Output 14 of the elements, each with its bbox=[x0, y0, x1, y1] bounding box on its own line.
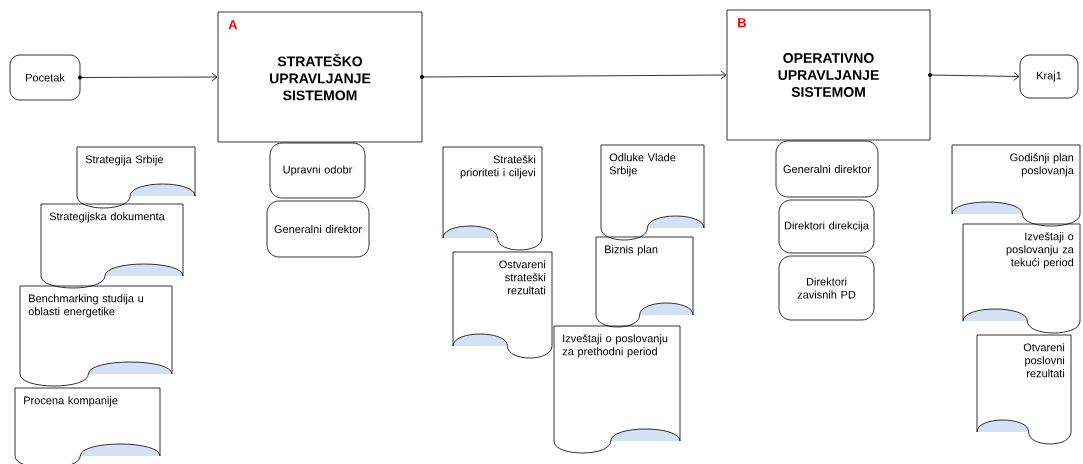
resource-box: Generalni direktor bbox=[775, 140, 879, 198]
resource-box: Direktori zavisnih PD bbox=[778, 255, 875, 321]
process-title: STRATEŠKO UPRAVLJANJE SISTEMOM bbox=[270, 53, 371, 101]
arrow bbox=[422, 70, 727, 80]
letter-label: B bbox=[738, 18, 746, 28]
arrow bbox=[80, 72, 218, 82]
process-title: OPERATIVNO UPRAVLJANJE SISTEMOM bbox=[778, 53, 879, 97]
resource-box: Generalni direktor bbox=[266, 200, 370, 258]
resource-box: Direktori direkcija bbox=[778, 199, 875, 254]
resource-box: Upravni odobr bbox=[269, 142, 366, 199]
letter-label: A bbox=[228, 20, 238, 30]
terminal-box: Kraj1 bbox=[1019, 54, 1079, 99]
arrow bbox=[930, 72, 1020, 81]
terminal-box: Pocetak bbox=[9, 54, 82, 101]
